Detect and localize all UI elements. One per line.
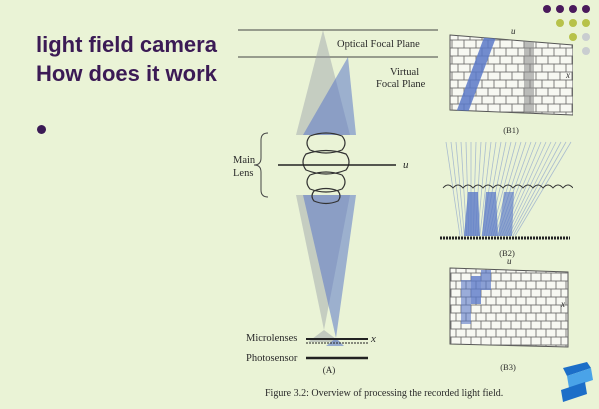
grid-cell xyxy=(495,344,507,347)
grid-cell xyxy=(565,280,568,290)
panel-b1-grid xyxy=(449,34,573,116)
label-panel-b2: (B2) xyxy=(499,248,515,258)
ray-line xyxy=(508,141,557,237)
label-microlenses: Microlenses xyxy=(246,333,297,344)
grid-cell xyxy=(565,328,568,338)
grid-cell xyxy=(565,111,573,115)
label-u-a: u xyxy=(403,159,409,171)
grid-cell xyxy=(553,35,567,41)
ray-line xyxy=(492,141,522,237)
grid-cell xyxy=(457,111,471,115)
grid-cell xyxy=(505,111,519,115)
panel-b2-rays xyxy=(440,141,573,240)
ray-line xyxy=(450,141,463,237)
grid-cell xyxy=(545,344,557,347)
label-panel-a: (A) xyxy=(323,365,336,375)
grid-cell xyxy=(571,337,573,345)
grid-cell xyxy=(541,111,555,115)
label-u-b1: u xyxy=(511,26,516,36)
light-field-figure: Optical Focal Plane Virtual Focal Plane … xyxy=(233,26,573,399)
label-optical-focal-plane: Optical Focal Plane xyxy=(337,39,420,50)
grid-cell xyxy=(517,35,531,41)
grid-cell xyxy=(529,35,543,41)
label-main: Main xyxy=(233,155,256,166)
label-x-b3: x xyxy=(560,299,565,309)
grid-cell xyxy=(535,344,547,347)
microlens-array xyxy=(306,338,368,344)
label-virtual: Virtual xyxy=(390,67,419,78)
ray-line xyxy=(514,141,572,237)
label-u-b3: u xyxy=(507,256,512,266)
label-panel-b3: (B3) xyxy=(500,362,516,372)
ray-line xyxy=(510,141,562,237)
figure-caption: Figure 3.2: Overview of processing the r… xyxy=(265,388,503,399)
grid-cell xyxy=(469,111,483,115)
label-x-b1: x xyxy=(565,70,570,80)
grid-cell xyxy=(450,111,459,115)
grid-cell xyxy=(565,312,568,322)
ray-line xyxy=(455,141,465,237)
grid-cell xyxy=(455,344,467,347)
panel-b3-grid xyxy=(449,267,573,348)
ray-line xyxy=(445,141,461,237)
title-line-2: How does it work xyxy=(36,61,217,86)
grid-cell xyxy=(571,55,573,65)
grid-cell xyxy=(571,289,573,297)
grid-cell xyxy=(515,344,527,347)
slide-title: light field camera How does it work xyxy=(36,30,236,88)
bullet-point xyxy=(37,125,46,134)
grid-cell xyxy=(493,111,507,115)
ray-cones xyxy=(296,30,356,346)
grid-cell xyxy=(565,35,573,41)
label-x-a: x xyxy=(370,333,376,345)
label-focal-plane: Focal Plane xyxy=(376,79,426,90)
grid-cell xyxy=(571,273,573,281)
grid-cell xyxy=(485,344,497,347)
ray-line xyxy=(505,141,552,237)
title-line-1: light field camera xyxy=(36,32,217,57)
focal-plane-lines xyxy=(238,29,438,58)
grid-cell xyxy=(505,344,517,347)
grid-cell xyxy=(571,103,573,113)
grid-cell xyxy=(565,296,568,306)
lens-brace xyxy=(253,132,269,198)
label-panel-b1: (B1) xyxy=(503,125,519,135)
grid-cell xyxy=(450,344,457,347)
grid-cell xyxy=(541,35,555,41)
main-lens xyxy=(278,132,396,205)
grid-cell xyxy=(571,305,573,313)
label-photosensor: Photosensor xyxy=(246,353,298,364)
grid-cell xyxy=(529,111,543,115)
ray-line xyxy=(512,141,567,237)
grid-cell xyxy=(553,111,567,115)
grid-cell xyxy=(525,344,537,347)
label-lens: Lens xyxy=(233,168,253,179)
grid-cell xyxy=(475,344,487,347)
grid-cell xyxy=(571,87,573,97)
grid-cell xyxy=(571,71,573,81)
grid-cell xyxy=(555,344,567,347)
grid-cell xyxy=(481,111,495,115)
ray-line xyxy=(479,141,492,237)
grid-cell xyxy=(571,321,573,329)
brand-logo-icon xyxy=(561,362,593,402)
grid-cell xyxy=(465,344,477,347)
